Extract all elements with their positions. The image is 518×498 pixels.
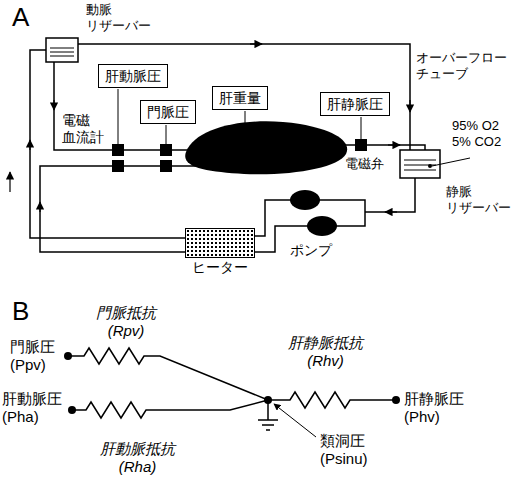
part-label: 95% O2 bbox=[452, 118, 499, 134]
arterial-tube bbox=[54, 62, 195, 150]
gauge-label: 肝静脈圧 bbox=[327, 95, 383, 113]
resistor-symbol bbox=[72, 400, 268, 418]
supply-tube bbox=[30, 50, 185, 238]
gauge-label: 門脈圧 bbox=[147, 103, 189, 121]
part-label: 肝動脈圧 (Pha) bbox=[2, 390, 62, 426]
panel-letter: B bbox=[12, 296, 29, 327]
return-tube bbox=[365, 178, 415, 212]
flowmeter-sensors bbox=[112, 139, 432, 236]
gauge-box: 肝静脈圧 bbox=[320, 92, 390, 116]
part-label: 門脈圧 (Ppv) bbox=[10, 338, 55, 374]
resistor-label: 肝動脈抵抗 (Rha) bbox=[100, 440, 175, 476]
part-label: 電磁弁 bbox=[345, 156, 384, 172]
gauge-wire bbox=[361, 117, 362, 139]
part-label: 肝静脈圧 (Phv) bbox=[404, 390, 464, 426]
resistor-label: 肝静脈抵抗 (Rhv) bbox=[288, 334, 363, 370]
heater: ヒーター bbox=[185, 228, 255, 276]
flow-arrows bbox=[10, 44, 410, 252]
reservoir-fluid bbox=[50, 48, 74, 56]
part-label: 電磁 血流計 bbox=[62, 112, 104, 146]
part-label: 動脈 リザーバー bbox=[86, 2, 151, 33]
resistor-symbol bbox=[268, 392, 396, 408]
part-label: 静脈 リザーバー bbox=[446, 184, 511, 215]
reservoir-fluid bbox=[404, 160, 436, 170]
venous-reservoir bbox=[400, 150, 440, 178]
liver bbox=[185, 121, 347, 174]
resistor-symbol bbox=[68, 348, 268, 400]
solenoid-valve bbox=[355, 139, 367, 151]
resistor-label: 門脈抵抗 (Rpv) bbox=[96, 304, 156, 340]
pump bbox=[307, 216, 337, 236]
panel-letter: A bbox=[12, 2, 29, 33]
part-label: 5% CO2 bbox=[452, 134, 501, 150]
gauge-label: 肝動脈圧 bbox=[105, 67, 161, 85]
portal-tube bbox=[40, 166, 198, 252]
leader-line bbox=[274, 404, 316, 437]
gauge-label: 肝重量 bbox=[219, 89, 261, 107]
gauge-box: 肝重量 bbox=[212, 86, 268, 110]
part-label: ポンプ bbox=[290, 242, 332, 259]
heater-label: ヒーター bbox=[185, 258, 255, 276]
gauge-wire bbox=[118, 89, 119, 144]
pump bbox=[290, 190, 320, 210]
gauge-box: 肝動脈圧 bbox=[98, 64, 168, 88]
part-label: 類洞圧 (Psinu) bbox=[320, 432, 368, 468]
arterial-reservoir bbox=[46, 38, 78, 62]
gas-tube bbox=[432, 158, 470, 166]
heater-box bbox=[185, 228, 255, 258]
gauge-box: 門脈圧 bbox=[140, 100, 196, 124]
part-label: オーバーフロー チューブ bbox=[416, 50, 507, 81]
gauge-wire bbox=[166, 125, 167, 144]
